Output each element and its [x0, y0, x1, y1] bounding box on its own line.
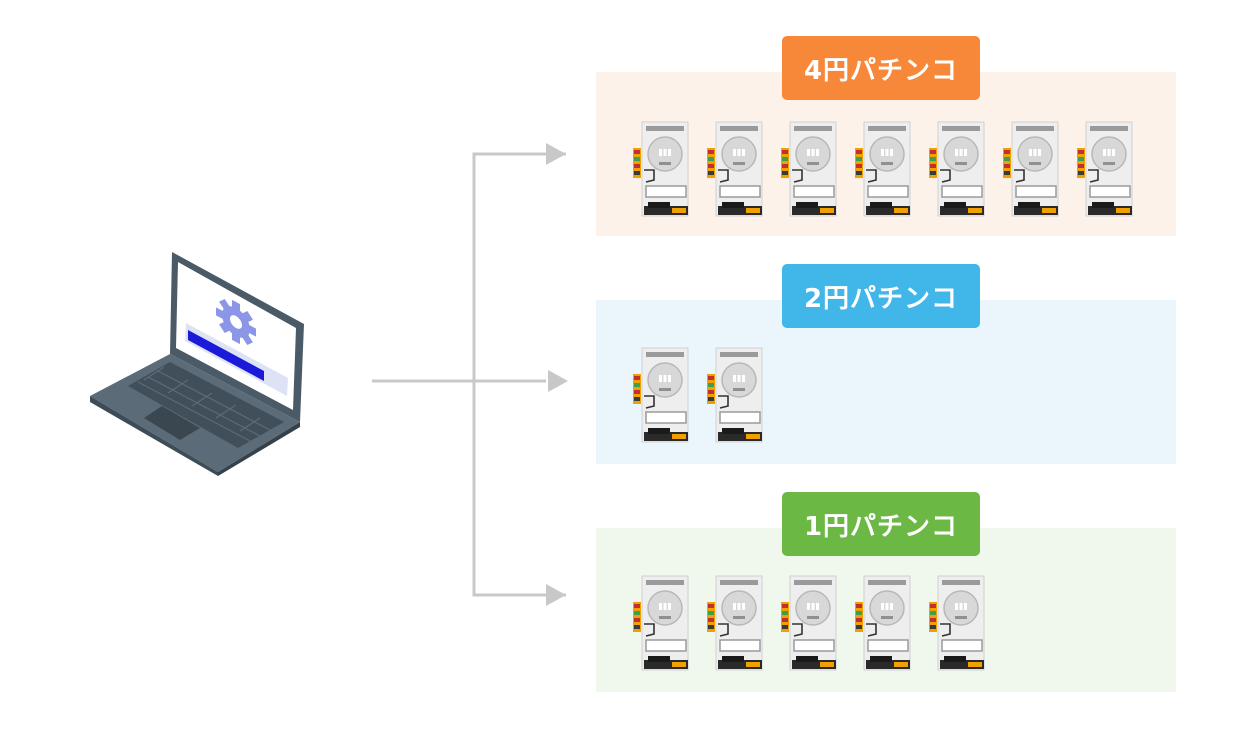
pachinko-machine-icon — [632, 120, 690, 218]
pachinko-machine-icon — [632, 574, 690, 672]
pachinko-machine-icon — [1076, 120, 1134, 218]
pachinko-machine-icon — [706, 574, 764, 672]
group-label: 4円パチンコ — [782, 36, 980, 100]
pachinko-machine-icon — [632, 346, 690, 444]
pachinko-machine-icon — [706, 346, 764, 444]
pachinko-machine-icon — [780, 120, 838, 218]
pachinko-machine-icon — [1002, 120, 1060, 218]
pachinko-machine-icon — [780, 574, 838, 672]
pachinko-machine-icon — [928, 574, 986, 672]
group-label: 2円パチンコ — [782, 264, 980, 328]
group-label: 1円パチンコ — [782, 492, 980, 556]
pachinko-machine-icon — [854, 574, 912, 672]
arrow-head-middle — [548, 370, 568, 392]
arrow-head-top — [546, 143, 566, 165]
pachinko-machine-icon — [706, 120, 764, 218]
arrow-head-bottom — [546, 584, 566, 606]
pachinko-machine-icon — [928, 120, 986, 218]
laptop-settings-icon — [88, 250, 304, 476]
pachinko-machine-icon — [854, 120, 912, 218]
